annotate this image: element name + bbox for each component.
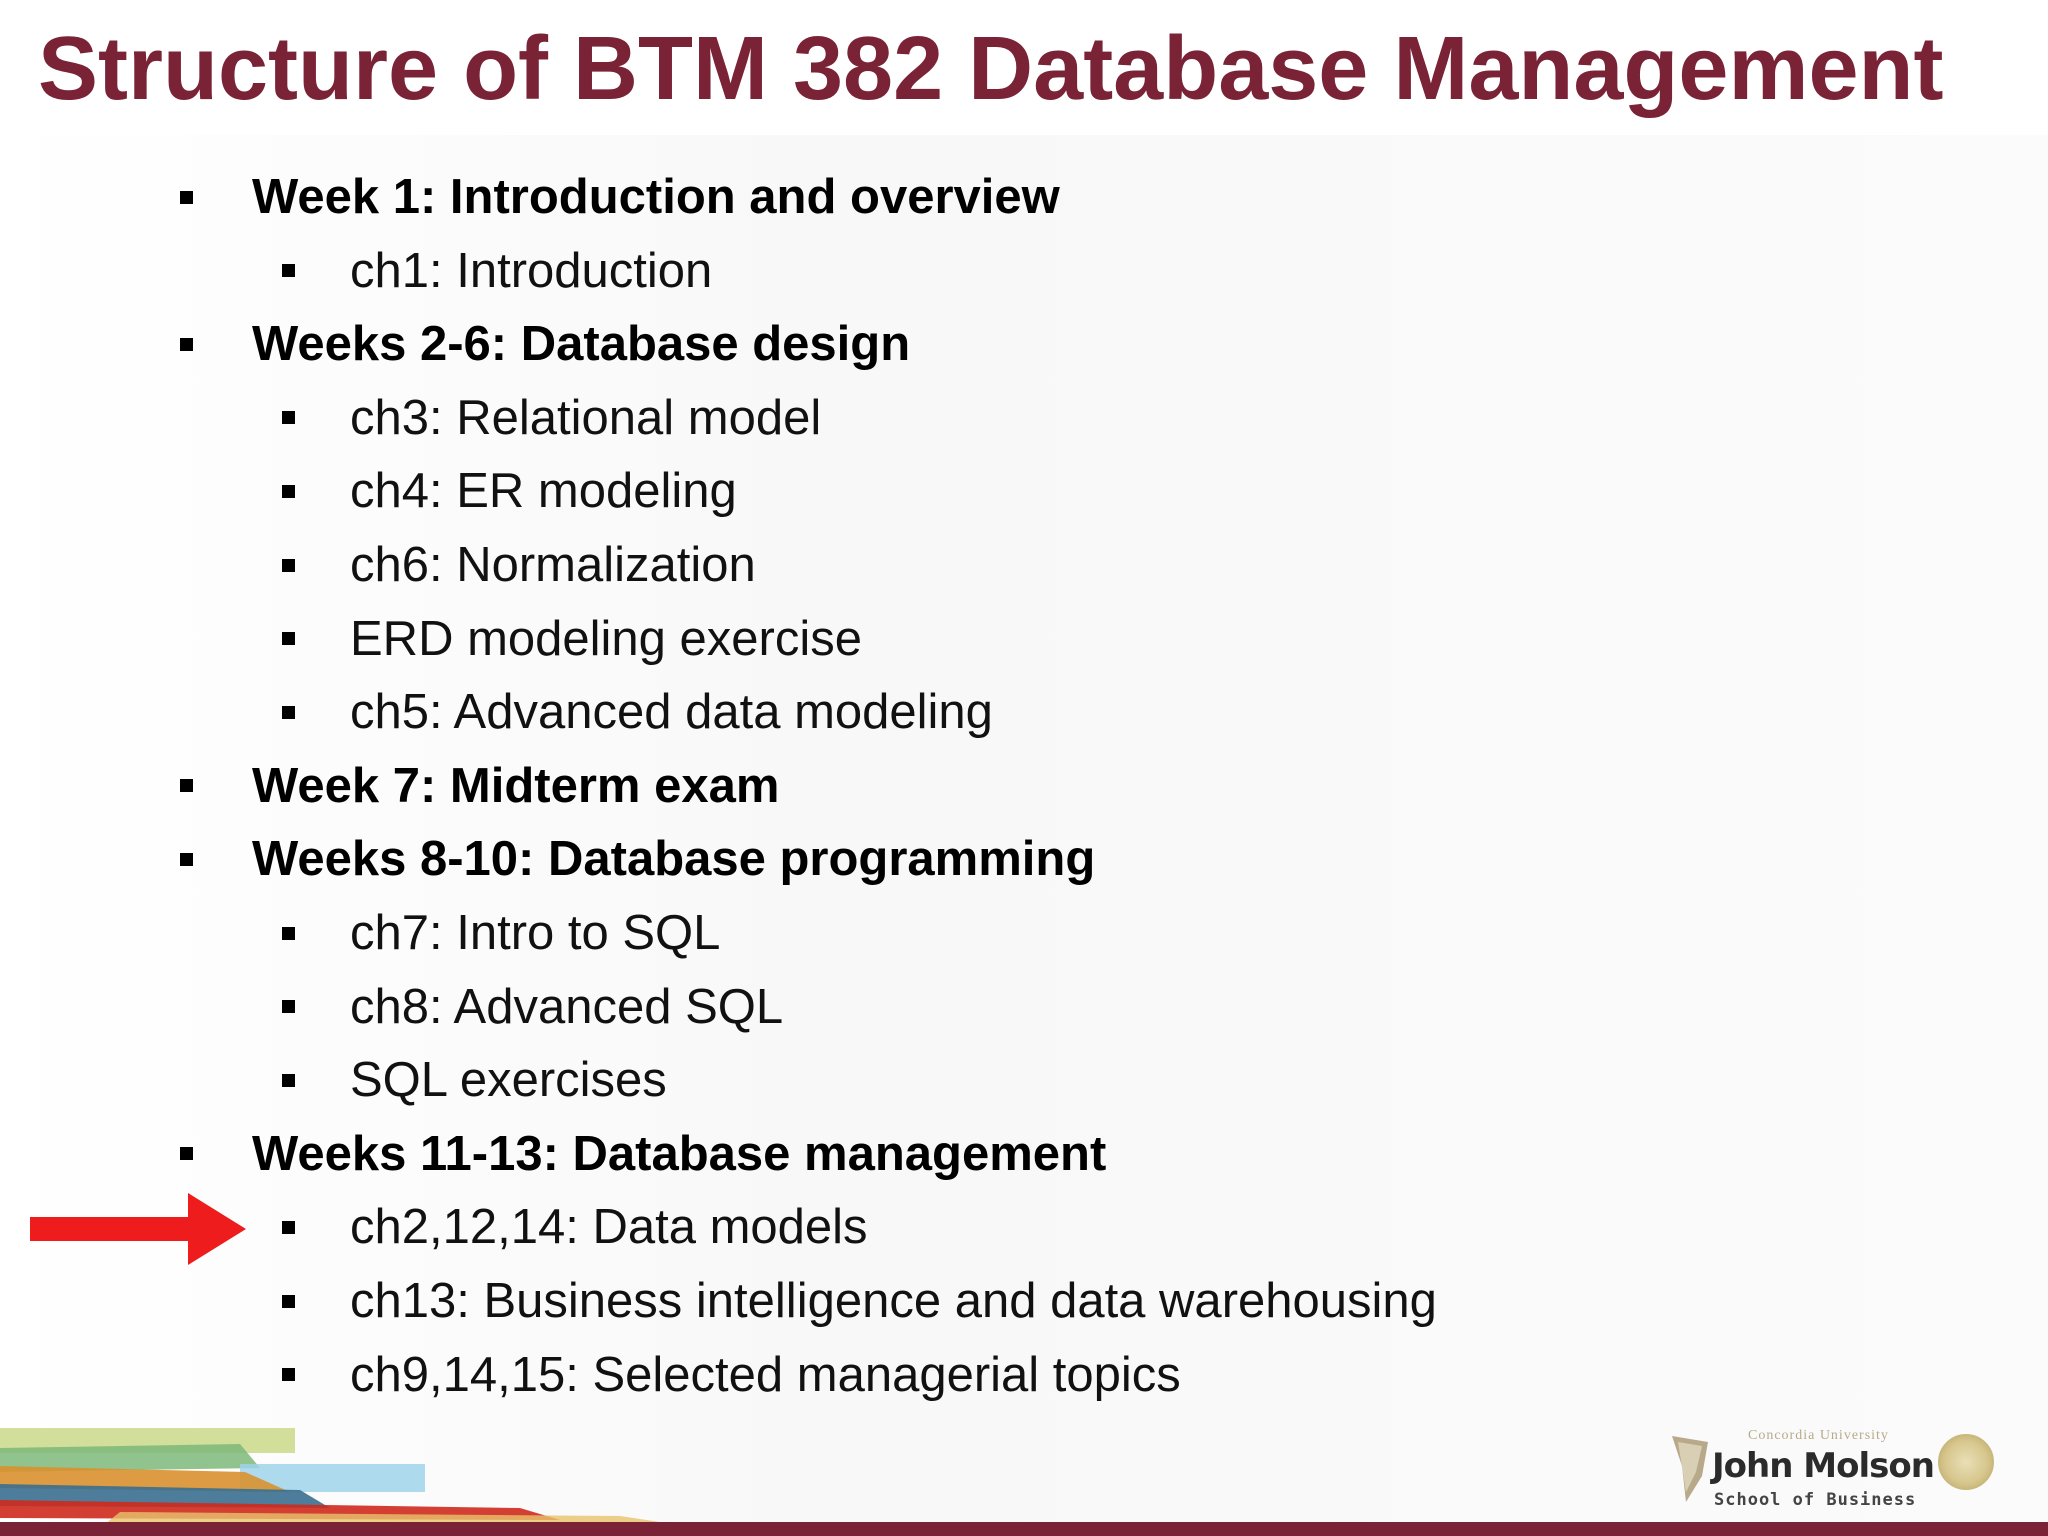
highlight-arrow-icon	[30, 1193, 246, 1265]
logo-name: John Molson	[1712, 1446, 1935, 1486]
outline-text: ch8: Advanced SQL	[350, 979, 784, 1034]
outline-text: ch7: Intro to SQL	[350, 906, 721, 960]
content-background	[0, 135, 2048, 1536]
bullet-icon	[180, 190, 193, 204]
logo-school: School of Business	[1714, 1490, 1917, 1510]
outline-section: Week 7: Midterm exam	[180, 749, 779, 823]
outline-text: Weeks 11-13: Database management	[252, 1126, 1107, 1181]
bullet-icon	[282, 926, 295, 940]
outline-text: Weeks 2-6: Database design	[252, 317, 911, 372]
outline-text: SQL exercises	[350, 1053, 667, 1108]
outline-text: ch6: Normalization	[350, 538, 756, 592]
outline-section: Weeks 11-13: Database management	[180, 1117, 1106, 1191]
bullet-icon	[282, 1368, 295, 1382]
logo-university: Concordia University	[1748, 1428, 1889, 1443]
outline-subitem: ch3: Relational model	[282, 381, 821, 455]
outline-subitem: ch5: Advanced data modeling	[282, 675, 993, 749]
outline-subitem: SQL exercises	[282, 1043, 667, 1117]
outline-text: ch5: Advanced data modeling	[350, 685, 993, 740]
outline-section: Weeks 8-10: Database programming	[180, 822, 1095, 896]
school-logo: Concordia University John Molson School …	[1668, 1428, 1978, 1523]
outline-section: Week 1: Introduction and overview	[180, 160, 1060, 234]
outline-subitem: ch4: ER modeling	[282, 454, 737, 528]
bullet-icon	[282, 558, 295, 572]
outline-subitem: ch7: Intro to SQL	[282, 896, 720, 970]
outline-text: ch1: Introduction	[350, 243, 713, 298]
outline-subitem: ch8: Advanced SQL	[282, 970, 783, 1044]
bullet-icon	[282, 632, 295, 646]
outline-subitem: ch2,12,14: Data models	[282, 1190, 868, 1264]
bullet-icon	[180, 337, 193, 351]
bullet-icon	[180, 779, 193, 793]
outline-section: Weeks 2-6: Database design	[180, 307, 910, 381]
bullet-icon	[282, 1000, 295, 1014]
bullet-icon	[282, 1294, 295, 1308]
outline-text: ch2,12,14: Data models	[350, 1200, 868, 1255]
bullet-icon	[180, 1147, 193, 1161]
bullet-icon	[282, 484, 295, 498]
bullet-icon	[180, 852, 193, 866]
outline-subitem: ch1: Introduction	[282, 234, 712, 308]
outline-text: ch9,14,15: Selected managerial topics	[350, 1347, 1181, 1402]
bullet-icon	[282, 705, 295, 719]
bullet-icon	[282, 411, 295, 425]
outline-text: Weeks 8-10: Database programming	[252, 832, 1096, 887]
outline-subitem: ERD modeling exercise	[282, 602, 862, 676]
outline-subitem: ch13: Business intelligence and data war…	[282, 1264, 1437, 1338]
bullet-icon	[282, 264, 295, 278]
outline-text: Week 7: Midterm exam	[252, 758, 780, 813]
outline-subitem: ch6: Normalization	[282, 528, 756, 602]
footer-decoration	[0, 1428, 700, 1528]
outline-text: ERD modeling exercise	[350, 611, 862, 666]
logo-mark-icon	[1672, 1436, 1708, 1502]
bullet-icon	[282, 1073, 295, 1087]
outline-text: ch13: Business intelligence and data war…	[350, 1274, 1437, 1328]
outline-text: ch3: Relational model	[350, 390, 822, 445]
outline-subitem: ch9,14,15: Selected managerial topics	[282, 1338, 1181, 1412]
outline-text: Week 1: Introduction and overview	[252, 170, 1060, 224]
outline-text: ch4: ER modeling	[350, 464, 737, 519]
footer-bar	[0, 1522, 2048, 1536]
accreditation-seal-icon	[1938, 1434, 1994, 1490]
slide-title: Structure of BTM 382 Database Management	[38, 19, 1944, 119]
bullet-icon	[282, 1220, 295, 1234]
